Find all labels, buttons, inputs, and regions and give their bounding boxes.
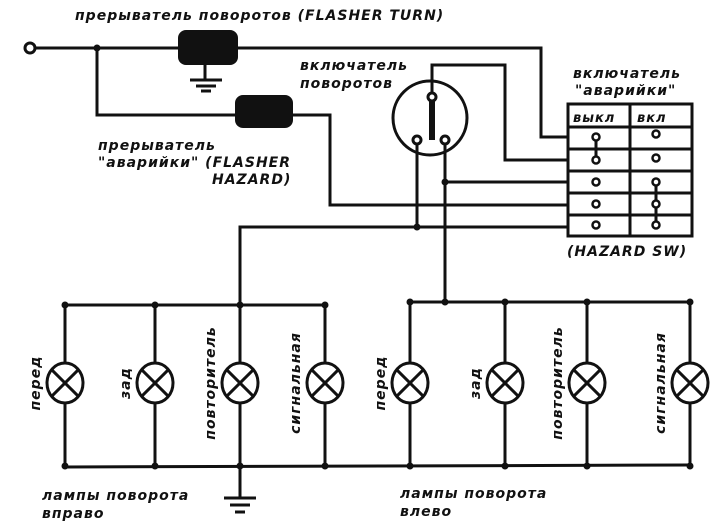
lamp-label: сигнальная <box>288 332 304 434</box>
hazard-switch-label: включатель <box>573 66 681 82</box>
lamp-label: перед <box>373 356 389 411</box>
turn-switch-label: поворотов <box>300 76 393 92</box>
hazard-switch-label: "аварийки" <box>575 83 676 99</box>
flasher-hazard-label: HAZARD) <box>212 172 291 188</box>
hazard-on-header: вкл <box>637 111 667 126</box>
flasher-hazard-label: "аварийки" (FLASHER <box>98 155 291 171</box>
ground-icon <box>224 467 256 514</box>
junction-dot <box>441 178 449 186</box>
lamp-label: зад <box>468 367 484 400</box>
left-lamps-label: влево <box>400 504 452 520</box>
lamp: зад <box>118 301 175 470</box>
wires <box>23 41 568 305</box>
wire-flasher-turn-to-hazard-switch <box>35 46 568 139</box>
power-terminal <box>23 41 37 55</box>
lamp: перед <box>28 301 85 470</box>
lamp: зад <box>468 298 525 470</box>
hazard-sw-label: (HAZARD SW) <box>567 244 687 260</box>
lamp-label: зад <box>118 367 134 400</box>
wire-row5 <box>238 225 568 305</box>
lamp: сигнальная <box>288 301 345 470</box>
flasher-turn-relay <box>178 30 238 65</box>
lamp-circuits: перед зад повторитель сигнальная перед зад пов… <box>28 298 710 514</box>
lamp: сигнальная <box>653 298 710 470</box>
right-lamps-label: вправо <box>42 506 104 522</box>
lamp: повторитель <box>203 301 260 470</box>
lamp-label: повторитель <box>203 326 219 439</box>
wire-turn-switch-input <box>430 63 568 162</box>
right-lamps-label: лампы поворота <box>42 488 189 504</box>
hazard-switch-table <box>566 102 694 238</box>
ground-icon <box>190 65 222 93</box>
turn-switch <box>391 79 469 157</box>
hazard-off-header: выкл <box>573 111 615 126</box>
junction-dot <box>441 298 449 306</box>
flasher-hazard-relay <box>235 95 293 128</box>
junction-dot <box>93 44 101 52</box>
lamp-label: повторитель <box>550 326 566 439</box>
lamp-label: перед <box>28 356 44 411</box>
flasher-turn-label: прерыватель поворотов (FLASHER TURN) <box>75 8 444 24</box>
flasher-hazard-label: прерыватель <box>98 138 216 154</box>
lamp: повторитель <box>550 298 607 470</box>
turn-switch-label: включатель <box>300 58 408 74</box>
junction-dot <box>413 223 421 231</box>
wire-hazard-flasher <box>95 48 568 207</box>
lamp: перед <box>373 298 430 470</box>
lamp-label: сигнальная <box>653 332 669 434</box>
left-lamps-label: лампы поворота <box>400 486 547 502</box>
